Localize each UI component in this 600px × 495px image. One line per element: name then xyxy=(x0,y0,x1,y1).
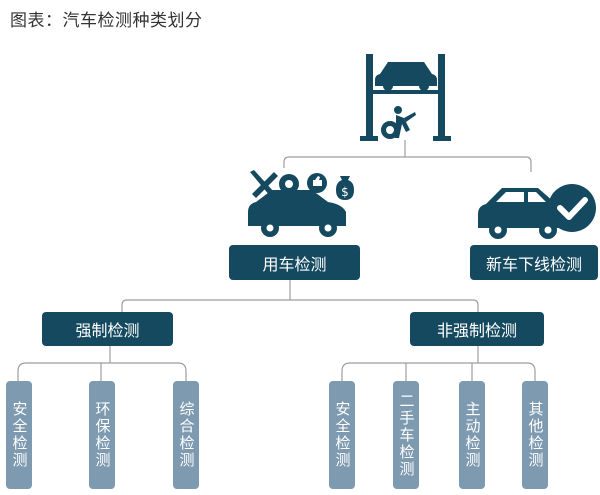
leaf-label: 主动检测 xyxy=(463,401,482,469)
node-use-check: 用车检测 xyxy=(229,245,360,280)
leaf-mandatory-environment: 环保检测 xyxy=(89,381,115,489)
leaf-label: 其他检测 xyxy=(526,401,545,469)
node-new-car-check: 新车下线检测 xyxy=(470,245,598,280)
leaf-non-mandatory-used-car: 二手车检测 xyxy=(393,381,419,489)
leaf-mandatory-safety: 安全检测 xyxy=(6,381,32,489)
svg-text:$: $ xyxy=(341,185,349,199)
leaf-non-mandatory-other: 其他检测 xyxy=(522,381,548,489)
car-lift-icon xyxy=(360,54,451,141)
leaf-label: 综合检测 xyxy=(177,401,196,469)
leaf-label: 安全检测 xyxy=(333,401,352,469)
car-checkmark-icon xyxy=(478,184,596,239)
leaf-label: 二手车检测 xyxy=(397,392,416,478)
diagram-title: 图表：汽车检测种类划分 xyxy=(10,11,203,31)
node-non-mandatory: 非强制检测 xyxy=(410,312,544,346)
leaf-non-mandatory-active: 主动检测 xyxy=(459,381,485,489)
car-maintenance-icon: $ xyxy=(248,170,354,237)
node-mandatory: 强制检测 xyxy=(42,312,173,346)
leaf-label: 环保检测 xyxy=(93,401,112,469)
leaf-label: 安全检测 xyxy=(10,401,29,469)
leaf-mandatory-comprehensive: 综合检测 xyxy=(173,381,199,489)
leaf-non-mandatory-safety: 安全检测 xyxy=(329,381,355,489)
